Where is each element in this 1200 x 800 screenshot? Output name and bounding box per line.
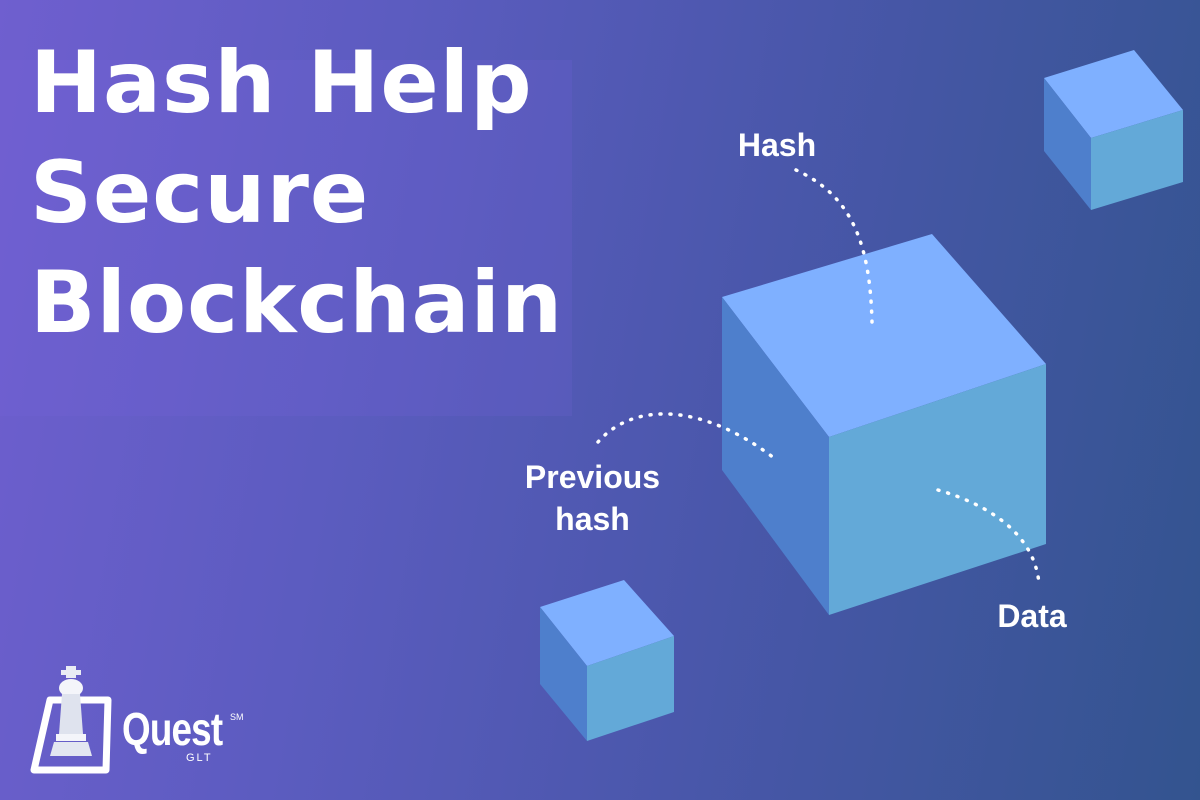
headline: Hash Help Secure Blockchain: [30, 28, 563, 358]
logo-wordmark: Quest: [122, 703, 223, 755]
small-cube-bottom: [540, 580, 674, 741]
headline-line-2: Secure: [30, 143, 370, 243]
logo-servicemark: SM: [230, 712, 244, 722]
previous-hash-line-2: hash: [555, 501, 630, 537]
chess-king-icon: [30, 666, 112, 774]
quest-logo: [30, 666, 112, 774]
main-block-cube: [722, 234, 1046, 615]
previous-hash-callout-line: [596, 412, 776, 460]
logo-subtext: GLT: [186, 752, 213, 764]
data-callout-line: [936, 488, 1041, 586]
previous-hash-line-1: Previous: [524, 459, 661, 495]
title-panel: [0, 60, 572, 416]
hash-callout-line: [794, 168, 874, 324]
small-cube-top-right: [1044, 50, 1183, 210]
previous-hash-label: Previous hash: [500, 456, 685, 540]
data-label: Data: [997, 598, 1067, 634]
headline-line-3: Blockchain: [30, 253, 564, 353]
headline-line-1: Hash Help: [30, 33, 533, 133]
hash-label: Hash: [737, 127, 817, 163]
